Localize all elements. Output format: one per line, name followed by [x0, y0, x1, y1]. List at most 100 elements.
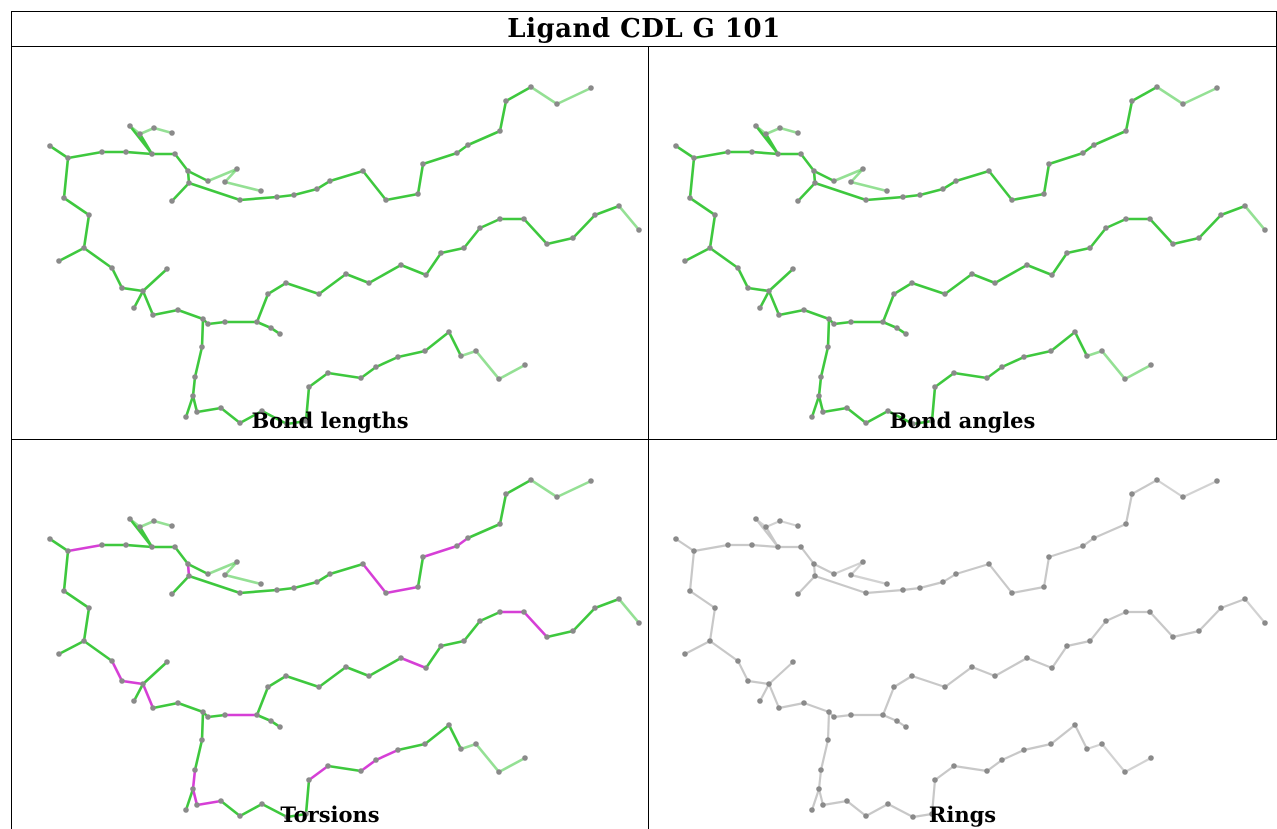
- atom: [172, 151, 178, 157]
- bond: [1022, 349, 1053, 359]
- bond: [777, 308, 806, 317]
- atom: [831, 178, 837, 184]
- atom: [999, 757, 1005, 763]
- atom: [149, 151, 155, 157]
- bond: [545, 236, 575, 246]
- atom: [903, 724, 909, 730]
- bond: [307, 371, 330, 389]
- atom: [473, 741, 479, 747]
- atom: [1242, 596, 1248, 602]
- atom: [151, 518, 157, 524]
- bond: [813, 574, 868, 595]
- bond: [777, 701, 806, 710]
- bond: [985, 365, 1004, 380]
- bond: [688, 549, 696, 593]
- bond: [593, 204, 621, 217]
- atom: [1262, 620, 1268, 626]
- bond: [736, 266, 750, 290]
- atom: [673, 143, 679, 149]
- atom: [325, 763, 331, 769]
- figure-title: Ligand CDL G 101: [507, 13, 781, 44]
- atom: [1196, 235, 1202, 241]
- bond: [819, 345, 830, 379]
- bond: [110, 266, 124, 290]
- atom: [917, 585, 923, 591]
- bond: [545, 629, 575, 639]
- bond: [497, 363, 527, 381]
- bond: [1130, 85, 1159, 103]
- bond: [466, 522, 502, 540]
- atom: [687, 588, 693, 594]
- bond: [886, 802, 915, 819]
- bond: [219, 406, 242, 425]
- bond: [1025, 656, 1054, 670]
- bond: [266, 281, 288, 296]
- atom: [673, 536, 679, 542]
- bond: [416, 555, 425, 589]
- atom: [259, 408, 265, 414]
- bond: [292, 187, 319, 197]
- atom: [682, 258, 688, 264]
- atom: [818, 374, 824, 380]
- atom: [175, 307, 181, 313]
- bond: [1219, 597, 1247, 610]
- atom: [277, 331, 283, 337]
- molecule-torsions: [47, 477, 642, 820]
- atom: [314, 579, 320, 585]
- bond: [764, 525, 780, 549]
- atom: [766, 681, 772, 687]
- atom: [65, 155, 71, 161]
- atom: [884, 581, 890, 587]
- bond: [845, 406, 868, 425]
- bond: [810, 394, 821, 419]
- row-divider: [11, 439, 1277, 440]
- atom: [831, 571, 837, 577]
- bond: [374, 748, 400, 762]
- atom: [446, 329, 452, 335]
- atom: [360, 168, 366, 174]
- bond: [326, 764, 363, 773]
- atom: [192, 767, 198, 773]
- atom: [811, 561, 817, 567]
- bond: [478, 217, 502, 230]
- atom: [438, 643, 444, 649]
- bond: [764, 132, 780, 156]
- atom: [496, 376, 502, 382]
- caption-torsions: Torsions: [280, 802, 380, 827]
- bond: [736, 659, 750, 683]
- bond: [993, 656, 1029, 678]
- atom: [1087, 245, 1093, 251]
- atom: [199, 344, 205, 350]
- atom: [140, 288, 146, 294]
- panel-bond-angles: Bond angles: [649, 47, 1276, 439]
- atom: [1072, 329, 1078, 335]
- bond: [970, 665, 997, 678]
- atom: [826, 316, 832, 322]
- atom: [1170, 241, 1176, 247]
- bond: [384, 585, 420, 595]
- bond: [304, 385, 311, 423]
- atom: [395, 354, 401, 360]
- atom: [1021, 354, 1027, 360]
- atom: [929, 418, 935, 424]
- bond: [1010, 192, 1046, 202]
- bond: [933, 371, 956, 389]
- bond: [1088, 619, 1108, 643]
- bond: [617, 204, 641, 232]
- bond: [892, 674, 914, 689]
- atom: [237, 420, 243, 426]
- atom: [86, 605, 92, 611]
- top-border: [11, 11, 1277, 12]
- atom: [274, 194, 280, 200]
- bond: [1197, 213, 1223, 240]
- bond: [421, 151, 459, 166]
- bond: [285, 419, 308, 426]
- atom: [190, 393, 196, 399]
- atom: [151, 125, 157, 131]
- atom: [917, 192, 923, 198]
- bond: [292, 580, 319, 590]
- atom: [745, 285, 751, 291]
- bond: [708, 213, 717, 250]
- atom: [1009, 197, 1015, 203]
- atom: [99, 149, 105, 155]
